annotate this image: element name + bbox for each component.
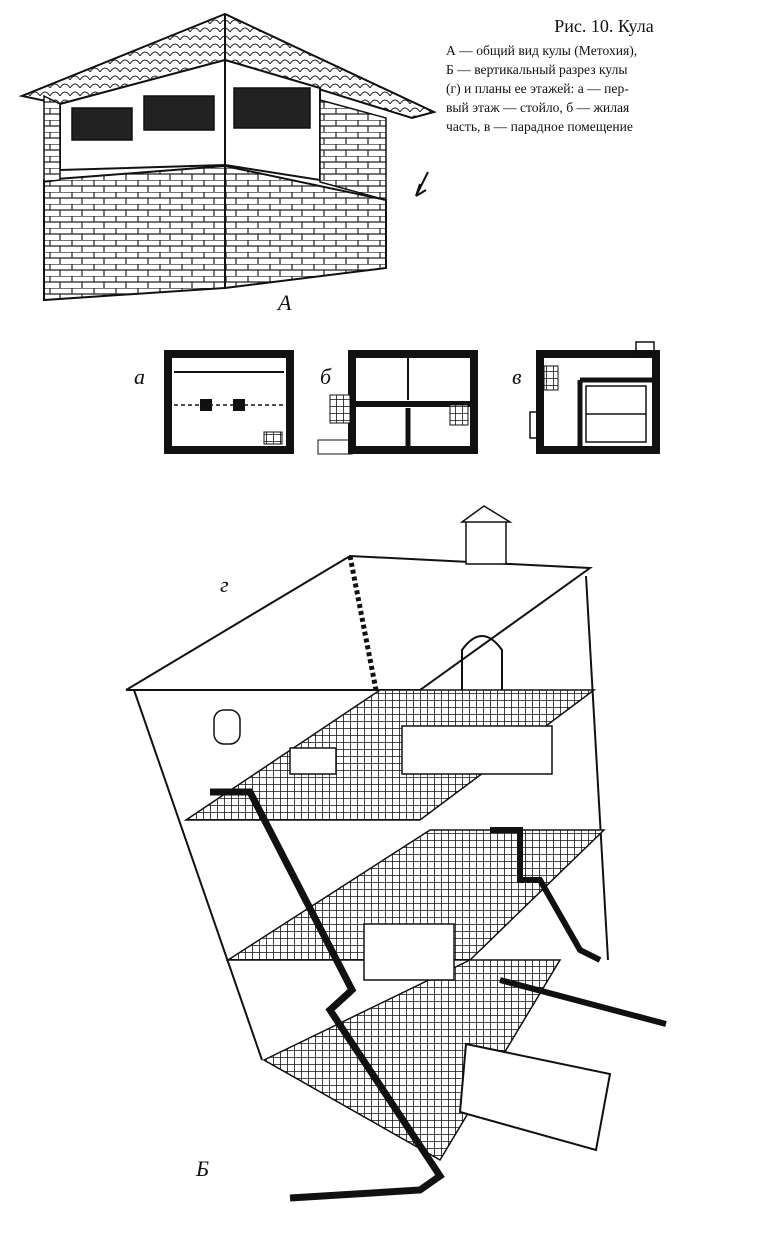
caption-line-4: вый этаж — стойло, б — жилая <box>446 100 630 115</box>
caption-line-1: А — общий вид кулы (Метохия), <box>446 43 638 58</box>
label-plan-b: б <box>320 364 332 389</box>
plan-b-living <box>317 350 478 455</box>
caption-line-2: Б — вертикальный разрез кулы <box>446 62 628 77</box>
kula-vertical-section <box>125 505 667 1202</box>
caption-body: А — общий вид кулы (Метохия), Б — вертик… <box>446 41 762 136</box>
plan-v-parade-room <box>529 341 660 454</box>
label-section-b: Б <box>196 1156 209 1181</box>
figure-caption: Рис. 10. Кула А — общий вид кулы (Метохи… <box>446 16 762 136</box>
caption-line-5: часть, в — парадное помещение <box>446 119 633 134</box>
plan-a-stable <box>164 350 294 454</box>
label-plan-v: в <box>512 364 522 389</box>
label-plan-a: а <box>134 364 145 389</box>
label-section-g: г <box>220 572 229 597</box>
caption-line-3: (г) и планы ее этажей: а — пер- <box>446 81 629 96</box>
kula-general-view <box>18 12 437 302</box>
label-view-a: А <box>278 290 292 315</box>
caption-title: Рис. 10. Кула <box>554 16 654 36</box>
